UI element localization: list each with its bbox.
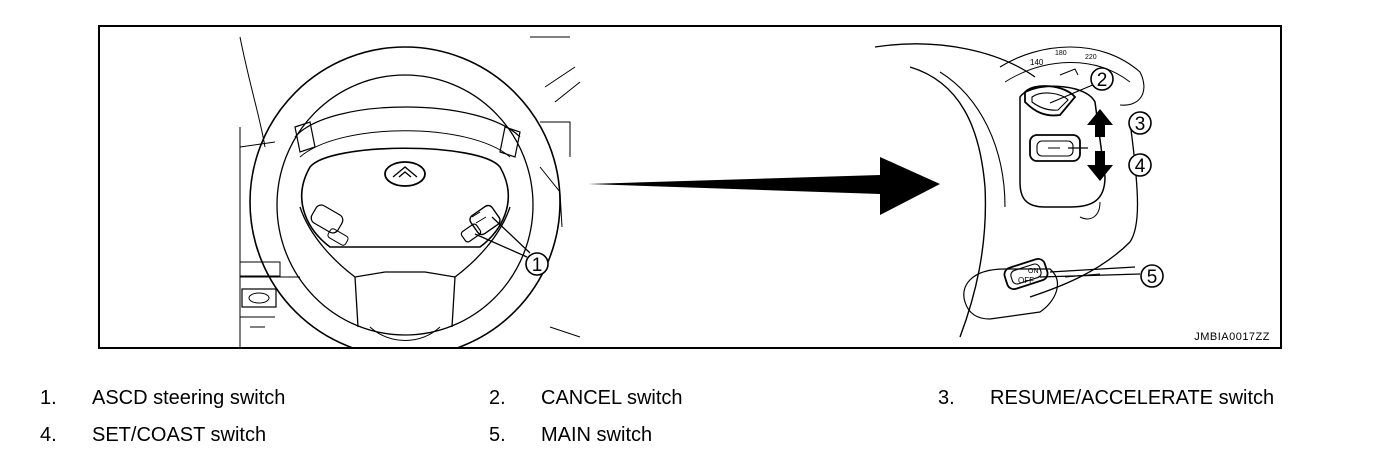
steering-diagram: 1 140 180 220 bbox=[239, 36, 1164, 347]
callout-1: 1 bbox=[525, 252, 549, 276]
callout-5: 5 bbox=[1140, 264, 1164, 288]
figure-code: JMBIA0017ZZ bbox=[1194, 331, 1270, 343]
legend-number: 4. bbox=[40, 424, 57, 446]
callout-3: 3 bbox=[1128, 111, 1152, 135]
legend-number: 2. bbox=[489, 387, 506, 409]
callout-2: 2 bbox=[1090, 67, 1114, 91]
legend-item-3: 3. RESUME/ACCELERATE switch bbox=[938, 387, 1368, 411]
svg-text:OFF: OFF bbox=[1018, 276, 1034, 285]
legend-label: CANCEL switch bbox=[541, 387, 683, 409]
legend-label: MAIN switch bbox=[541, 424, 653, 446]
legend-number: 1. bbox=[40, 387, 57, 409]
diagram-frame: 1 140 180 220 bbox=[98, 25, 1282, 349]
svg-text:5: 5 bbox=[1147, 267, 1158, 288]
legend-number: 3. bbox=[938, 387, 955, 409]
legend-item-1: 1. ASCD steering switch bbox=[40, 387, 460, 411]
callout-1-leaders bbox=[474, 216, 531, 258]
resume-arrow-icon bbox=[1087, 109, 1113, 137]
legend-label: ASCD steering switch bbox=[92, 387, 286, 409]
svg-text:4: 4 bbox=[1135, 156, 1146, 177]
svg-text:220: 220 bbox=[1085, 54, 1097, 61]
svg-text:ON: ON bbox=[1028, 268, 1039, 275]
zoom-arrow bbox=[588, 157, 940, 215]
svg-text:1: 1 bbox=[532, 255, 543, 276]
callout-4: 4 bbox=[1128, 153, 1152, 177]
svg-text:3: 3 bbox=[1135, 114, 1146, 135]
legend-item-2: 2. CANCEL switch bbox=[489, 387, 909, 411]
closeup-leaders bbox=[1039, 83, 1141, 278]
legend-item-4: 4. SET/COAST switch bbox=[40, 424, 460, 448]
legend-label: SET/COAST switch bbox=[92, 424, 267, 446]
legend-item-5: 5. MAIN switch bbox=[489, 424, 909, 448]
set-arrow-icon bbox=[1087, 151, 1113, 181]
svg-text:180: 180 bbox=[1055, 50, 1067, 57]
steering-wheel-overview bbox=[239, 36, 581, 347]
switch-panel-closeup: 140 180 220 ON OFF bbox=[874, 43, 1145, 338]
legend-number: 5. bbox=[489, 424, 506, 446]
svg-text:2: 2 bbox=[1097, 70, 1108, 91]
svg-text:140: 140 bbox=[1030, 58, 1044, 67]
legend-label: RESUME/ACCELERATE switch bbox=[990, 387, 1275, 409]
